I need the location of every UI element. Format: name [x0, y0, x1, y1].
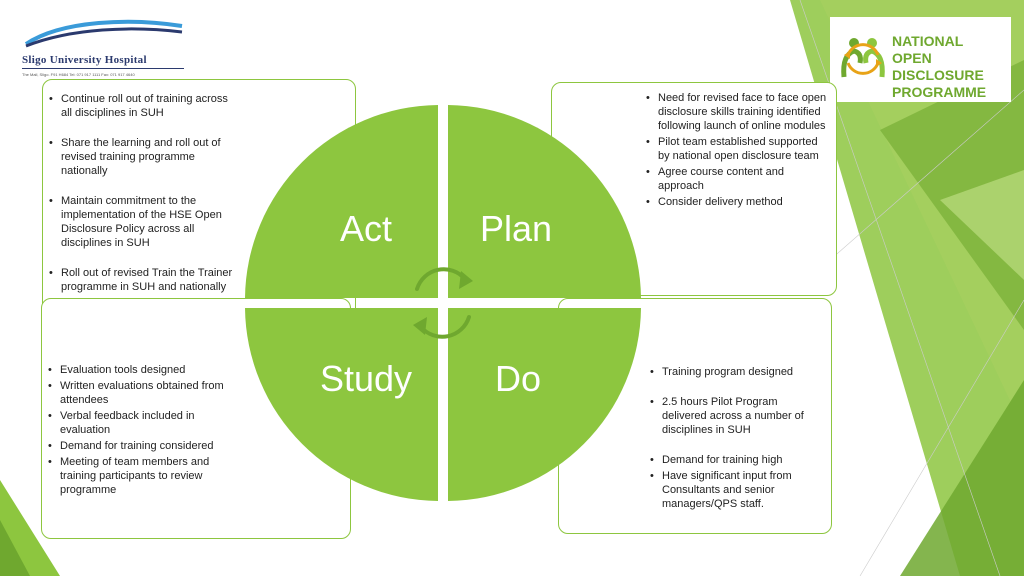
list-item: Consider delivery method	[646, 195, 832, 209]
do-list: Training program designed 2.5 hours Pilo…	[650, 365, 822, 513]
do-label: Do	[495, 358, 542, 399]
do-quadrant	[448, 308, 641, 501]
study-list: Evaluation tools designed Written evalua…	[48, 363, 236, 499]
list-item: Pilot team established supported by nati…	[646, 135, 832, 163]
list-item: 2.5 hours Pilot Program delivered across…	[650, 395, 822, 437]
logo-line-open-disclosure: OPEN DISCLOSURE	[892, 50, 984, 83]
list-item: Meeting of team members and training par…	[48, 455, 236, 497]
list-item: Demand for training considered	[48, 439, 236, 453]
people-cycle-icon	[841, 38, 885, 78]
act-list: Continue roll out of training across all…	[49, 92, 241, 296]
hospital-address: The Mall, Sligo. F91 H684 Tel: 071 917 1…	[22, 72, 135, 77]
list-item: Roll out of revised Train the Trainer pr…	[49, 266, 249, 294]
pdsa-circle	[245, 105, 641, 501]
list-item: Continue roll out of training across all…	[49, 92, 241, 120]
act-quadrant	[245, 105, 438, 298]
open-disclosure-logo: NATIONAL OPEN DISCLOSURE PROGRAMME	[830, 17, 1011, 102]
plan-list: Need for revised face to face open discl…	[646, 91, 832, 211]
plan-quadrant	[448, 105, 641, 298]
act-label: Act	[340, 208, 393, 249]
list-item: Evaluation tools designed	[48, 363, 236, 377]
list-item: Demand for training high	[650, 453, 822, 467]
list-item: Have significant input from Consultants …	[650, 469, 822, 511]
sligo-hospital-logo: Sligo University Hospital The Mall, Slig…	[22, 18, 184, 77]
hospital-name: Sligo University Hospital	[22, 54, 184, 69]
cycle-arrows-icon	[415, 267, 471, 339]
list-item: Agree course content and approach	[646, 165, 832, 193]
list-item: Written evaluations obtained from attend…	[48, 379, 236, 407]
logo-line-programme: PROGRAMME	[892, 84, 987, 100]
logo-line-national: NATIONAL	[892, 33, 964, 49]
list-item: Share the learning and roll out of revis…	[49, 136, 241, 178]
list-item: Training program designed	[650, 365, 822, 379]
list-item: Maintain commitment to the implementatio…	[49, 194, 241, 250]
list-item: Need for revised face to face open discl…	[646, 91, 832, 133]
study-label: Study	[320, 358, 413, 399]
pdsa-cycle-diagram: Act Plan Study Do	[243, 103, 643, 503]
study-quadrant	[245, 308, 438, 501]
hospital-wave-icon	[24, 19, 183, 48]
list-item: Verbal feedback included in evaluation	[48, 409, 236, 437]
plan-label: Plan	[480, 208, 553, 249]
